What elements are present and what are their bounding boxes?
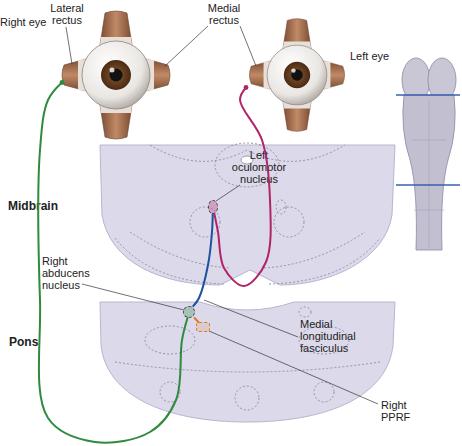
pons-section: PonsRight abducens nucleusRight PPRF xyxy=(95,298,395,423)
pons-structures xyxy=(115,307,380,410)
cerebral-peduncle xyxy=(269,238,380,284)
eye-region: Right eye xyxy=(62,12,174,140)
midbrain-structures xyxy=(115,143,380,284)
corticospinal-bundle xyxy=(160,382,180,402)
red-nucleus xyxy=(274,207,304,237)
leader-line xyxy=(216,185,240,201)
substantia-nigra xyxy=(264,232,365,268)
pons-slice xyxy=(100,302,395,422)
abducens-nucleus-outline xyxy=(299,307,311,317)
corticospinal-bundle xyxy=(235,386,259,410)
mlf-axon xyxy=(193,214,212,306)
oculomotor-nerve xyxy=(214,88,270,287)
abducens-nerve xyxy=(38,83,187,443)
basilar-pons-border xyxy=(115,362,380,372)
pprf-region: Right PPRF xyxy=(196,322,210,332)
leader-lines xyxy=(66,26,378,404)
nucleus: Right abducens nucleus xyxy=(183,306,195,318)
leader-line xyxy=(82,284,184,310)
eye-region: Left eye xyxy=(246,12,348,138)
nucleus-label: Left oculomotor nucleus xyxy=(227,149,291,185)
muscle-label: Lateral rectus xyxy=(42,2,92,26)
oculomotor-nucleus-outline xyxy=(276,200,286,214)
axon-terminal xyxy=(244,85,249,90)
region-label: Right PPRF xyxy=(381,399,427,423)
corticospinal-bundle xyxy=(314,382,334,402)
midbrain-section: MidbrainLeft oculomotor nucleus xyxy=(95,140,395,290)
nucleus: Left oculomotor nucleus xyxy=(208,200,218,214)
cerebral-peduncle xyxy=(115,238,225,284)
nucleus-label: Right abducens nucleus xyxy=(42,255,106,291)
leader-line xyxy=(240,26,256,66)
leader-line xyxy=(165,26,208,66)
leader-line xyxy=(204,300,298,337)
right-eye-drawing xyxy=(62,11,170,139)
pprf-projection xyxy=(195,318,199,322)
tract-label: Medial longitudinal fasciculus xyxy=(300,318,370,354)
inset-brainstem xyxy=(403,95,455,250)
left-eye-drawing xyxy=(249,19,344,132)
inset-detail xyxy=(412,100,446,248)
muscle-label: Medial rectus xyxy=(198,2,250,26)
leader-line xyxy=(66,27,72,64)
eye-label: Left eye xyxy=(350,50,396,62)
substantia-nigra xyxy=(130,232,230,268)
section-plane xyxy=(396,94,460,96)
eye-label: Right eye xyxy=(0,16,56,28)
midbrain-slice xyxy=(100,145,395,285)
section-label: Midbrain xyxy=(8,200,88,212)
tegmentum-outline xyxy=(145,326,195,354)
axon-terminal xyxy=(60,80,65,85)
section-label: Pons xyxy=(9,336,89,348)
section-plane xyxy=(396,184,460,186)
